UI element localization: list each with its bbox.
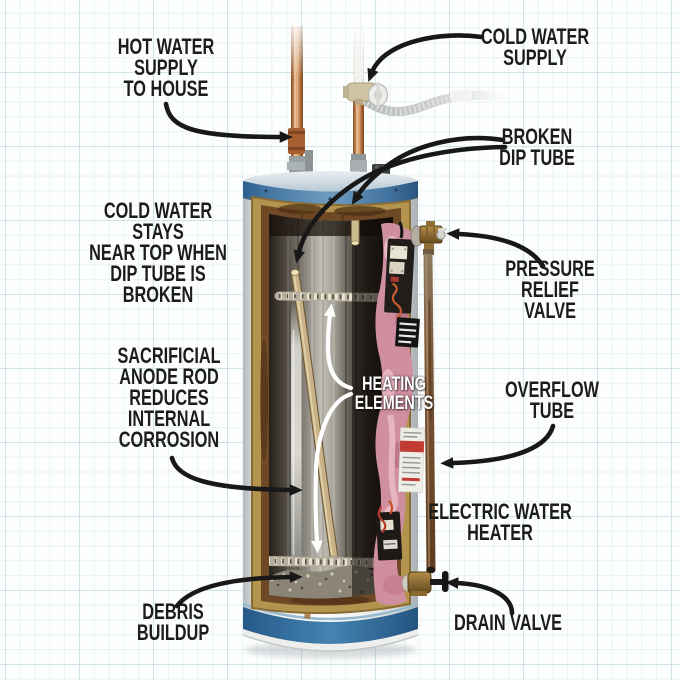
- label-hot-water-supply: HOT WATER SUPPLY TO HOUSE: [117, 34, 215, 101]
- label-pressure-relief-valve: PRESSURE RELIEF VALVE: [505, 256, 595, 323]
- cold-water-plastic-pipe: [353, 19, 364, 85]
- pressure-relief-arrow: [446, 228, 546, 269]
- label-drain-valve: DRAIN VALVE: [454, 610, 562, 635]
- broken-dip-tube-stub: [351, 214, 360, 246]
- label-anode-note: SACRIFICIAL ANODE ROD REDUCES INTERNAL C…: [117, 343, 221, 452]
- label-cold-water-note: COLD WATER STAYS NEAR TOP WHEN DIP TUBE …: [89, 198, 227, 307]
- debris-arrow: [174, 571, 303, 609]
- thermostat-upper: [384, 221, 415, 319]
- anode-rod-arrow: [169, 455, 303, 496]
- label-electric-water-heater: ELECTRIC WATER HEATER: [428, 499, 572, 545]
- label-overflow-tube: OVERFLOW TUBE: [504, 377, 600, 423]
- label-cold-water-supply: COLD WATER SUPPLY: [480, 24, 590, 70]
- thermostat-lower: [375, 500, 403, 561]
- heating-lower-arrow: [311, 391, 354, 554]
- pressure-relief-valve: [410, 221, 448, 252]
- shutoff-valve: [343, 82, 389, 108]
- flex-hose: [359, 89, 513, 117]
- overflow-tube: [423, 249, 436, 574]
- label-debris-buildup: DEBRIS BUILDUP: [136, 599, 210, 645]
- warning-sticker-dark: [395, 317, 420, 348]
- drain-valve: [401, 571, 449, 596]
- drain-valve-arrow: [445, 577, 515, 616]
- hot-water-arrow: [163, 101, 293, 143]
- cold-water-arrow: [367, 33, 485, 82]
- bottom-blue-stripe: [243, 607, 418, 644]
- overflow-tube-arrow: [440, 423, 556, 469]
- anode-rod: [291, 300, 302, 557]
- broken-dip-tube-arrow-fallen: [293, 144, 508, 264]
- label-heating-elements: HEATING ELEMENTS: [354, 373, 434, 414]
- heating-upper-arrow: [324, 303, 354, 391]
- callout-arrows: [163, 33, 556, 616]
- heating-element-arrows: [311, 303, 354, 554]
- rating-sticker: [398, 427, 425, 493]
- pipe-fittings: [287, 82, 390, 176]
- broken-dip-tube-arrow-stub: [351, 135, 506, 205]
- cold-water-pipe: [353, 96, 364, 166]
- label-broken-dip-tube: BROKEN DIP TUBE: [499, 124, 575, 170]
